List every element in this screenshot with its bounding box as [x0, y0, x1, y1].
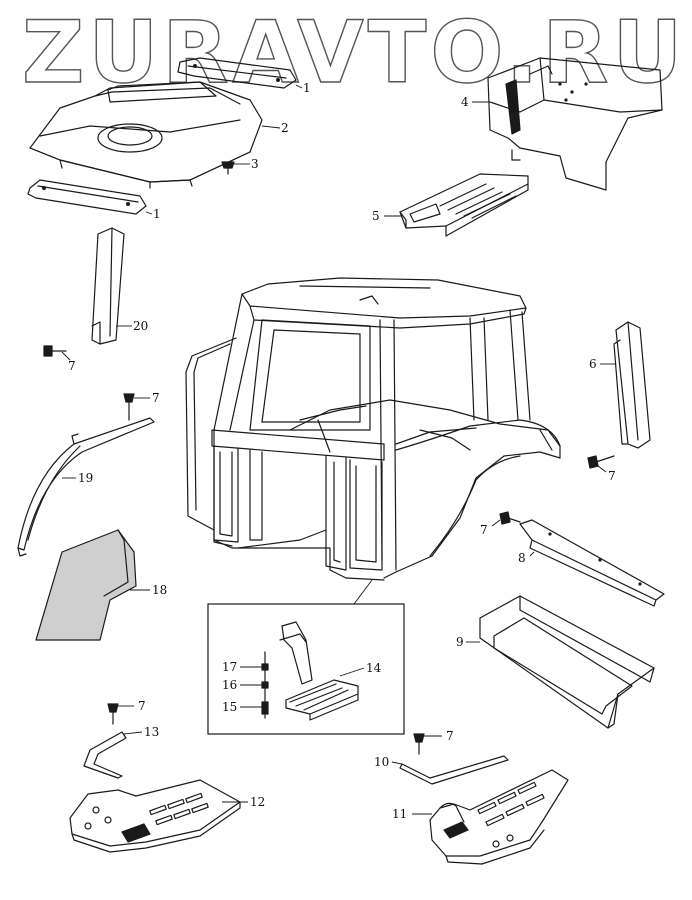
part-10-link-rod: [391, 755, 509, 785]
callout-15: 15: [222, 700, 237, 714]
callout-4: 4: [461, 95, 469, 109]
part-19-curved-rail: [17, 417, 155, 557]
bolt-7-lower-left: [107, 703, 134, 725]
part-11-floor-mat-right: [412, 769, 569, 865]
callout-11: 11: [392, 807, 407, 821]
callout-7-right-lower: 7: [480, 523, 488, 537]
part-3-screw: [221, 161, 250, 175]
cab-frame-assembly: [185, 277, 561, 581]
callout-20: 20: [133, 319, 148, 333]
bolt-7-lower-right: [413, 733, 442, 755]
bolt-7-left-mid: [43, 345, 71, 361]
part-5-step-plate: [384, 173, 529, 237]
callout-1-lower: 1: [153, 207, 161, 221]
callout-7-left-mid: 7: [68, 359, 76, 373]
part-13-rod-bracket: [83, 731, 143, 779]
part-12-floor-mat-left: [69, 779, 248, 853]
callout-5: 5: [372, 209, 380, 223]
inset-step-detail: [207, 603, 405, 735]
part-4-dash-panel: [472, 57, 663, 191]
callout-13: 13: [144, 725, 159, 739]
callout-2: 2: [281, 121, 289, 135]
callout-6: 6: [589, 357, 597, 371]
bolt-7-right-mid: [587, 455, 615, 473]
callout-7-lower-left: 7: [138, 699, 146, 713]
callout-18: 18: [152, 583, 167, 597]
callout-7-right-mid: 7: [608, 469, 616, 483]
callout-12: 12: [250, 795, 265, 809]
part-18-fender-shell: [35, 529, 150, 641]
callout-7-upper-left: 7: [152, 391, 160, 405]
part-1-upper-trim-strip: [177, 57, 303, 89]
part-1-lower-trim-strip: [27, 179, 153, 215]
part-9-floor-tray: [466, 595, 655, 729]
callout-1-upper: 1: [303, 81, 311, 95]
callout-8: 8: [518, 551, 526, 565]
leader-cab-to-inset: [336, 579, 373, 605]
callout-10: 10: [374, 755, 389, 769]
callout-3: 3: [251, 157, 259, 171]
part-6-pillar-bracket: [600, 321, 651, 449]
part-20-bracket: [91, 227, 132, 345]
callout-9: 9: [456, 635, 464, 649]
part-8-sill-strip: [519, 519, 665, 607]
part-2-roof: [29, 81, 281, 189]
callout-14: 14: [366, 661, 382, 675]
callout-19: 19: [78, 471, 93, 485]
watermark-text: ZURAVTO.RU: [22, 3, 686, 103]
callout-16: 16: [222, 678, 237, 692]
bolt-7-upper-left: [123, 393, 150, 421]
bolt-7-right-lower: [491, 511, 521, 527]
callout-17: 17: [222, 660, 237, 674]
callout-7-lower-right: 7: [446, 729, 454, 743]
